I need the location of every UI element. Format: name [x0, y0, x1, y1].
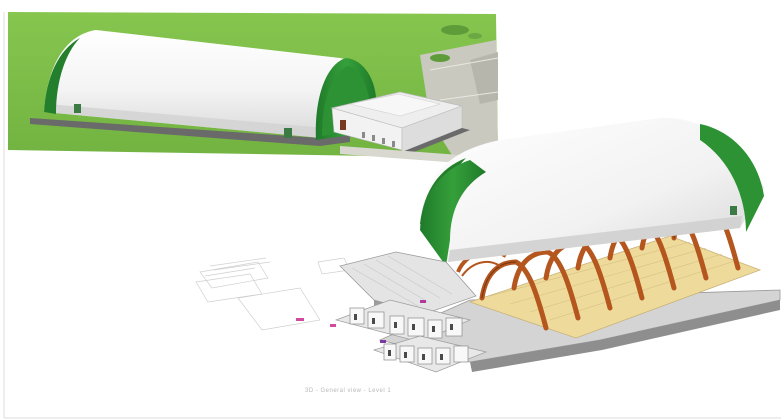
figure-caption: 3D - General view - Level 1: [305, 388, 392, 394]
exterior-render: [8, 12, 500, 166]
exploded-render: [195, 117, 781, 373]
